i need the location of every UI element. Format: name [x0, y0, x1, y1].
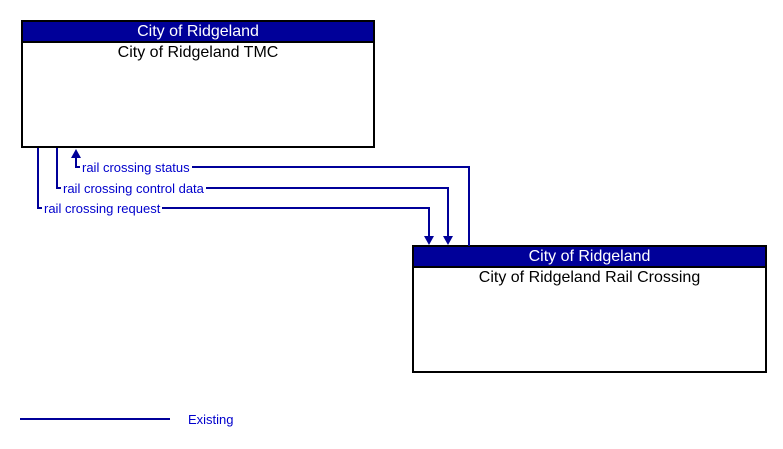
legend-existing-label: Existing [188, 412, 234, 427]
node-tmc-title: City of Ridgeland TMC [117, 44, 279, 61]
flow-label-rail-crossing-status[interactable]: rail crossing status [80, 160, 192, 175]
flow-label-rail-crossing-control-data[interactable]: rail crossing control data [61, 181, 206, 196]
arrow-down-icon [424, 236, 434, 245]
node-rail-crossing[interactable]: City of Ridgeland City of Ridgeland Rail… [412, 245, 767, 373]
status-flow-line [75, 156, 77, 168]
request-flow-line [37, 207, 430, 209]
control-data-flow-line [56, 187, 449, 189]
node-rail-crossing-header: City of Ridgeland [414, 247, 765, 268]
control-data-flow-line [56, 148, 58, 189]
request-flow-line [37, 148, 39, 209]
node-tmc[interactable]: City of Ridgeland City of Ridgeland TMC [21, 20, 375, 148]
legend-existing-line [20, 418, 170, 420]
status-flow-line [75, 166, 470, 168]
control-data-flow-line [447, 187, 449, 237]
arrow-down-icon [443, 236, 453, 245]
request-flow-line [428, 207, 430, 237]
status-flow-line [468, 166, 470, 246]
arrow-up-icon [71, 149, 81, 158]
flow-label-rail-crossing-request[interactable]: rail crossing request [42, 201, 163, 216]
node-tmc-header: City of Ridgeland [23, 22, 373, 43]
node-rail-crossing-title: City of Ridgeland Rail Crossing [478, 269, 701, 286]
